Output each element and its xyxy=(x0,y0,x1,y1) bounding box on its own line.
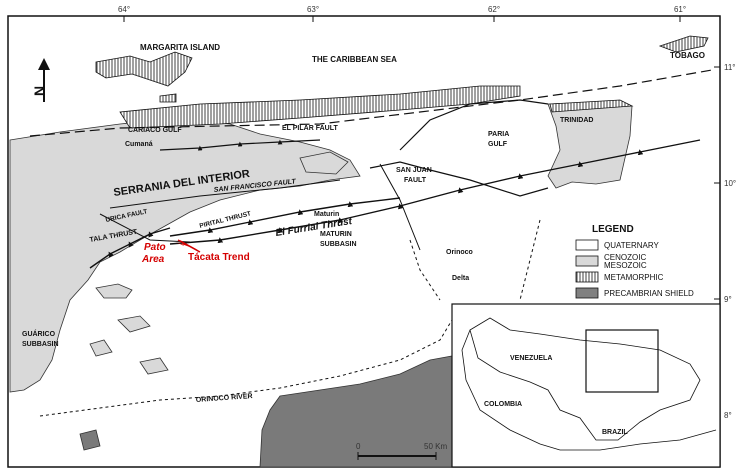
pato-area-label: Pato xyxy=(144,242,166,253)
metamorphic-tobago xyxy=(658,35,709,53)
maturin-subbasin-label-2: SUBBASIN xyxy=(320,241,357,248)
san-juan-fault-label: FAULT xyxy=(404,177,427,184)
cenozoic-island xyxy=(89,339,113,357)
tobago-label: TOBAGO xyxy=(670,51,705,60)
metamorphic-margarita-small xyxy=(159,93,177,103)
orinoco-river-label: ORINOCO RIVER xyxy=(196,393,253,404)
orinoco-river xyxy=(39,319,453,417)
legend-label: PRECAMBRIAN SHIELD xyxy=(604,289,694,298)
inset-brazil-outline xyxy=(560,429,717,451)
guarico-subbasin-label-2: SUBBASIN xyxy=(22,341,59,348)
lon-tick-label: 61° xyxy=(674,5,686,14)
metamorphic-margarita xyxy=(95,51,193,87)
inset-brazil-label: BRAZIL xyxy=(602,429,628,436)
north-label: N xyxy=(31,86,47,96)
paria-peninsula xyxy=(399,99,549,151)
scale-zero: 0 xyxy=(356,442,361,451)
serrania-thrust xyxy=(159,139,321,151)
lon-tick-label: 64° xyxy=(118,5,130,14)
lat-tick-label: 10° xyxy=(724,179,736,188)
inset-venezuela-label: VENEZUELA xyxy=(510,355,552,362)
lat-tick-label: 11° xyxy=(724,63,736,72)
longitude-ticks: 64° 63° 62° 61° xyxy=(118,5,686,22)
caribbean-sea-label: THE CARIBBEAN SEA xyxy=(312,55,397,64)
scale-bar: 0 50 Km xyxy=(356,442,447,460)
lat-tick-label: 8° xyxy=(724,411,732,420)
el-pilar-fault-label: EL PILAR FAULT xyxy=(282,125,338,132)
tacata-trend-label: Tácata Trend xyxy=(188,252,250,263)
inset-venezuela-outline xyxy=(469,317,701,441)
inset-colombia-outline xyxy=(461,329,561,451)
metamorphic-trinidad-north xyxy=(549,99,634,113)
maturin-label: Maturin xyxy=(314,211,339,218)
metamorphic-belt-coastal xyxy=(119,85,521,129)
legend-label: CENOZOIC xyxy=(604,253,646,262)
trinidad-cenozoic xyxy=(547,101,633,189)
san-juan-label: SAN JUAN xyxy=(396,167,432,174)
precambrian-shield-small xyxy=(79,429,101,451)
legend-swatch-quaternary xyxy=(575,239,599,251)
cumana-label: Cumaná xyxy=(125,141,153,148)
maturin-subbasin-label: MATURIN xyxy=(320,231,352,238)
cenozoic-island xyxy=(117,315,151,333)
cariaco-gulf-label: CARIACO GULF xyxy=(128,127,182,134)
tala-thrust xyxy=(89,227,171,269)
cenozoic-island xyxy=(95,283,133,299)
scale-km: 50 Km xyxy=(424,442,447,451)
paria-gulf-label: GULF xyxy=(488,141,508,148)
legend: LEGEND QUATERNARY CENOZOIC MESOZOIC META… xyxy=(575,224,694,299)
north-arrow: N xyxy=(31,58,50,102)
delta-channel xyxy=(409,239,441,301)
inset-colombia-label: COLOMBIA xyxy=(484,401,522,408)
margarita-island-label: MARGARITA ISLAND xyxy=(140,43,220,52)
guarico-subbasin-label: GUÁRICO xyxy=(22,329,56,338)
delta-channel xyxy=(519,219,541,301)
paria-label: PARIA xyxy=(488,131,509,138)
cenozoic-island xyxy=(139,357,169,375)
legend-label: QUATERNARY xyxy=(604,241,659,250)
el-furrial-thrust xyxy=(169,139,701,245)
legend-swatch-precambrian xyxy=(575,287,599,299)
inset-study-area-box xyxy=(585,329,659,393)
lat-tick-label: 9° xyxy=(724,295,732,304)
pato-area-label-2: Area xyxy=(141,254,165,265)
inset-map: VENEZUELA COLOMBIA BRAZIL xyxy=(451,303,721,468)
legend-label: MESOZOIC xyxy=(604,261,647,270)
legend-swatch-metamorphic xyxy=(575,271,599,283)
trinidad-label: TRINIDAD xyxy=(560,117,593,124)
legend-title: LEGEND xyxy=(592,224,634,235)
lon-tick-label: 63° xyxy=(307,5,319,14)
lon-tick-label: 62° xyxy=(488,5,500,14)
delta-label: Delta xyxy=(452,275,469,282)
orinoco-label: Orinoco xyxy=(446,249,473,256)
legend-label: METAMORPHIC xyxy=(604,273,664,282)
legend-swatch-cenozoic xyxy=(575,255,599,267)
el-pilar-fault xyxy=(29,69,713,137)
